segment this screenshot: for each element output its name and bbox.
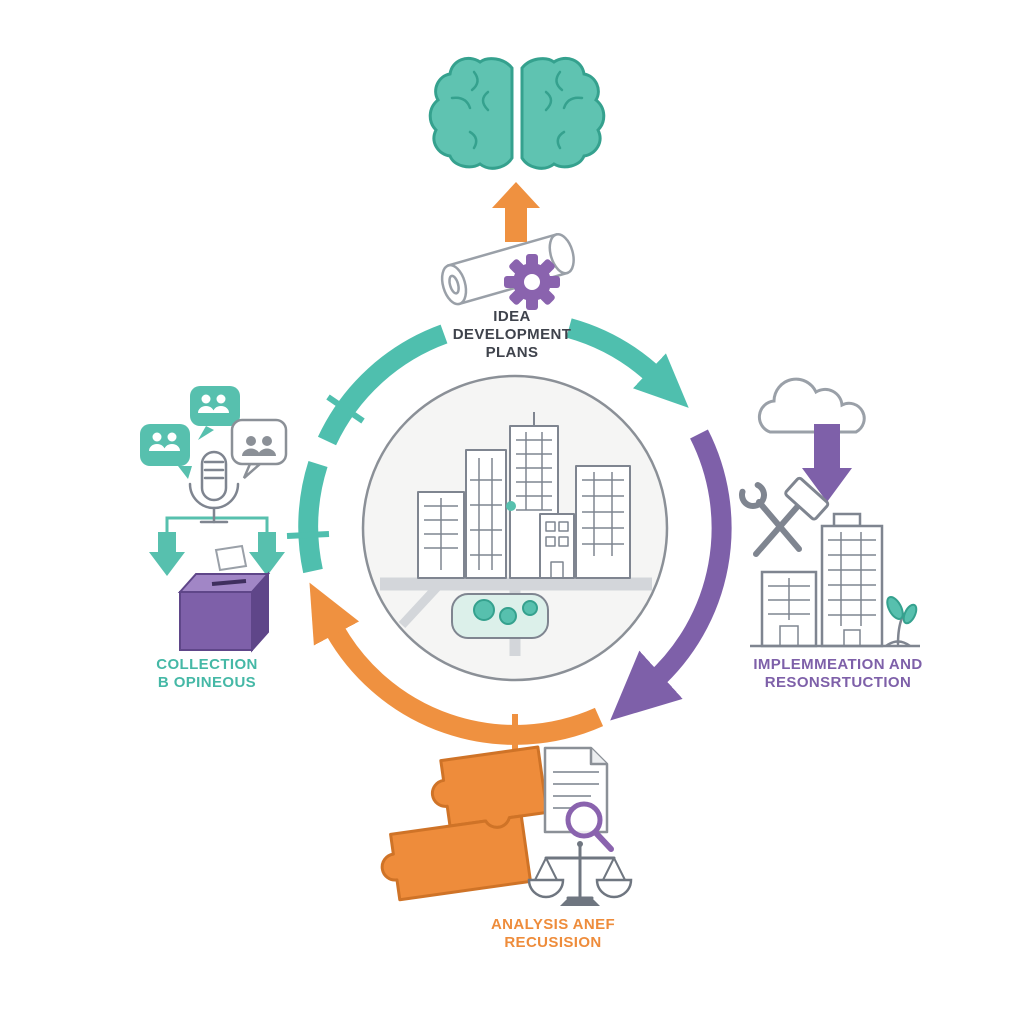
download-arrow-icon — [802, 424, 852, 502]
document-magnifier-icon — [543, 746, 614, 852]
label-implementation-reconstruction: IMPLEMMEATION AND RESONSRTUCTION — [718, 656, 958, 692]
gear-icon — [504, 254, 560, 310]
cycle-ring — [286, 318, 732, 756]
city-illustration — [361, 374, 669, 682]
cycle-arc-top-left — [317, 324, 448, 446]
label-line: RESONSRTUCTION — [764, 674, 912, 691]
cycle-arc-right — [610, 429, 732, 721]
down-arrows-icon — [149, 532, 285, 576]
ballot-paper — [214, 544, 248, 572]
label-line: RECUSISION — [504, 934, 602, 951]
park — [451, 593, 549, 639]
teal-dot — [506, 501, 516, 511]
connector-lines — [165, 516, 269, 534]
microphone-icon — [188, 450, 240, 524]
puzzle-icon — [380, 745, 549, 902]
speech-bubbles-icon — [140, 386, 288, 479]
cycle-tick-upper-left — [326, 394, 365, 424]
cloud-icon — [757, 377, 866, 434]
ballot-box-icon — [177, 544, 271, 653]
cycle-tick-left — [286, 531, 330, 539]
label-line: PLANS — [485, 344, 539, 361]
label-line: IDEA — [493, 308, 531, 325]
title-idea-development-plans: IDEA DEVELOPMENT PLANS — [402, 308, 622, 362]
scroll-icon — [440, 232, 575, 306]
buildings-icon — [750, 512, 920, 648]
cycle-arc-top-right — [566, 318, 689, 408]
plant-icon — [885, 596, 918, 648]
label-line: ANALYSIS ANEF — [490, 916, 616, 933]
label-line: B OPINEOUS — [157, 674, 257, 691]
balance-scale-icon — [527, 841, 633, 906]
cycle-arc-bottom — [309, 582, 604, 745]
tools-icon — [739, 476, 830, 557]
label-line: COLLECTION — [156, 656, 258, 673]
label-line: DEVELOPMENT — [452, 326, 572, 343]
label-analysis-revision: ANALYSIS ANEF RECUSISION — [433, 916, 673, 952]
cycle-arc-left — [298, 460, 328, 574]
up-arrow-icon — [492, 182, 540, 242]
label-line: IMPLEMMEATION AND — [753, 656, 923, 673]
brain-icon — [428, 56, 606, 170]
label-collection-opinions: COLLECTION B OPINEOUS — [107, 656, 307, 692]
